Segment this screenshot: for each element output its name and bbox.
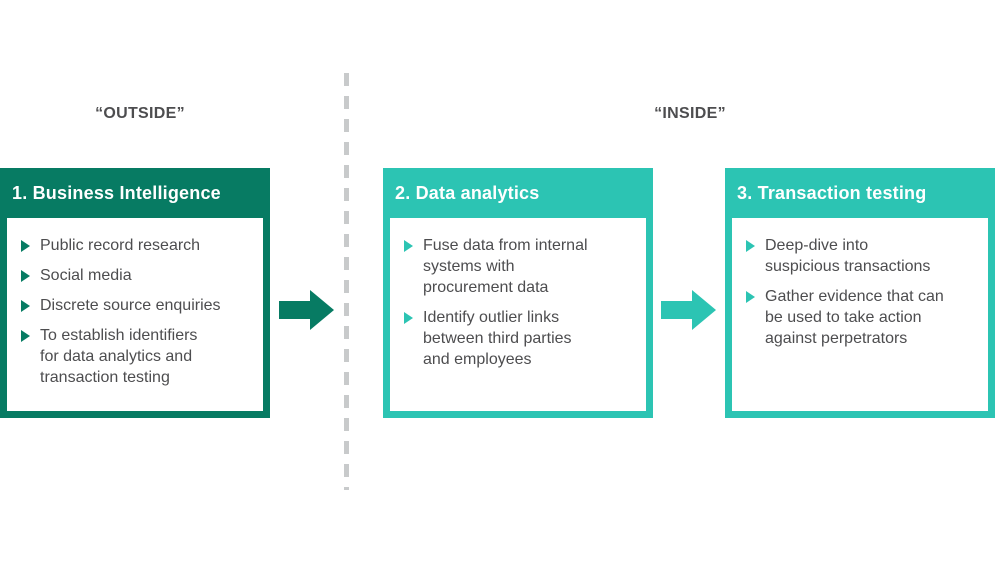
bullet-text: Discrete source enquiries bbox=[40, 297, 221, 314]
step-title-data-analytics: 2. Data analytics bbox=[383, 168, 653, 218]
triangle-bullet-icon bbox=[21, 270, 30, 282]
arrow-step1-to-step2 bbox=[279, 290, 334, 330]
step-box-business-intelligence: 1. Business Intelligence Public record r… bbox=[0, 168, 270, 418]
step-body-business-intelligence: Public record research Social media Disc… bbox=[0, 218, 270, 418]
arrow-head-icon bbox=[310, 290, 334, 330]
list-item: Public record research bbox=[21, 235, 255, 256]
bullet-text: Fuse data from internal systems with pro… bbox=[423, 237, 588, 296]
step-title-business-intelligence: 1. Business Intelligence bbox=[0, 168, 270, 218]
arrow-shaft bbox=[661, 301, 692, 319]
bullet-text: Public record research bbox=[40, 237, 201, 254]
list-item: Discrete source enquiries bbox=[21, 295, 255, 316]
triangle-bullet-icon bbox=[404, 240, 413, 252]
arrow-head-icon bbox=[692, 290, 716, 330]
bullet-text: Deep-dive into suspicious transactions bbox=[765, 237, 931, 275]
zone-label-inside: “INSIDE” bbox=[654, 105, 726, 122]
triangle-bullet-icon bbox=[404, 312, 413, 324]
triangle-bullet-icon bbox=[21, 300, 30, 312]
list-item: Gather evidence that can be used to take… bbox=[746, 286, 980, 349]
arrow-shaft bbox=[279, 301, 310, 319]
list-item: Social media bbox=[21, 265, 255, 286]
arrow-step2-to-step3 bbox=[661, 290, 716, 330]
step-box-data-analytics: 2. Data analytics Fuse data from interna… bbox=[383, 168, 653, 418]
triangle-bullet-icon bbox=[746, 291, 755, 303]
list-item: Identify outlier links between third par… bbox=[404, 307, 638, 370]
bullet-text: Identify outlier links between third par… bbox=[423, 309, 572, 368]
list-item: Fuse data from internal systems with pro… bbox=[404, 235, 638, 298]
list-item: Deep-dive into suspicious transactions bbox=[746, 235, 980, 277]
bullet-text: To establish identifiers for data analyt… bbox=[40, 327, 198, 386]
step-box-transaction-testing: 3. Transaction testing Deep-dive into su… bbox=[725, 168, 995, 418]
step-body-transaction-testing: Deep-dive into suspicious transactions G… bbox=[725, 218, 995, 418]
bullet-text: Social media bbox=[40, 267, 132, 284]
outside-inside-divider-line bbox=[344, 73, 349, 490]
list-item: To establish identifiers for data analyt… bbox=[21, 325, 255, 388]
triangle-bullet-icon bbox=[21, 240, 30, 252]
step-body-data-analytics: Fuse data from internal systems with pro… bbox=[383, 218, 653, 418]
zone-label-outside: “OUTSIDE” bbox=[95, 105, 185, 122]
step-title-transaction-testing: 3. Transaction testing bbox=[725, 168, 995, 218]
triangle-bullet-icon bbox=[746, 240, 755, 252]
triangle-bullet-icon bbox=[21, 330, 30, 342]
bullet-text: Gather evidence that can be used to take… bbox=[765, 288, 944, 347]
